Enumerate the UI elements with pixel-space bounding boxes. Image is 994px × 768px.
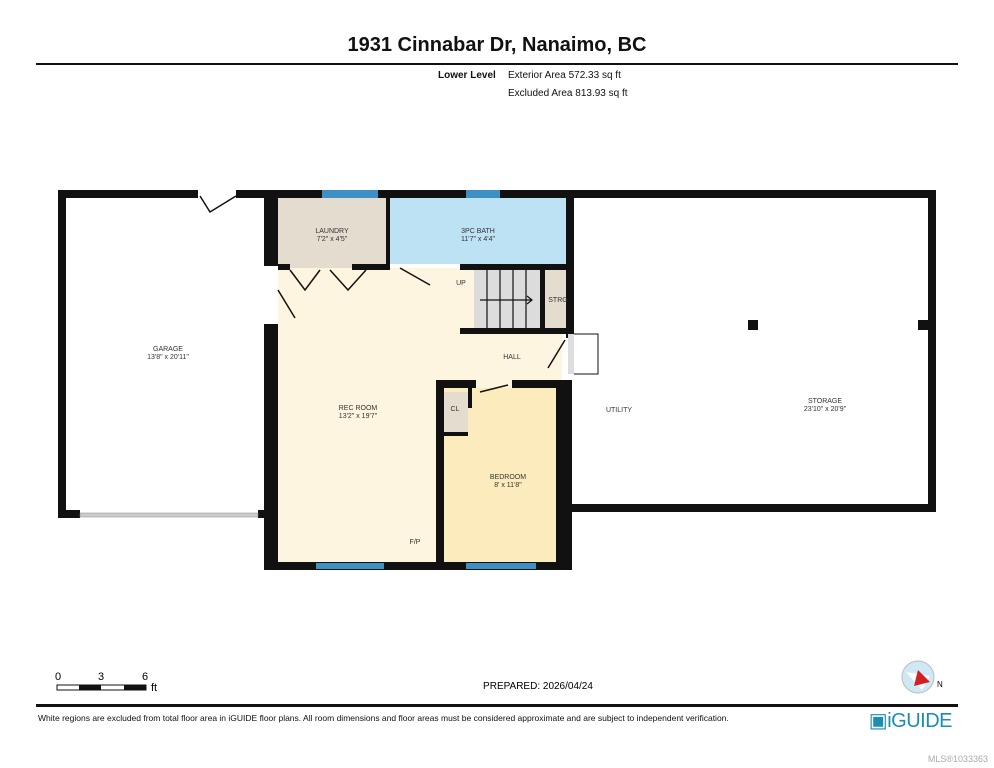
fp-label: F/P — [410, 539, 421, 546]
exterior-area: Exterior Area 572.33 sq ft — [508, 70, 621, 81]
garage-label: GARAGE — [153, 346, 183, 353]
bedroom-dims: 8' x 11'8" — [494, 482, 522, 489]
up-label: UP — [456, 280, 466, 287]
cl-label: CL — [451, 406, 460, 413]
garage-door — [79, 512, 259, 518]
bedroom-label: BEDROOM — [490, 474, 526, 481]
page-title: 1931 Cinnabar Dr, Nanaimo, BC — [347, 34, 647, 56]
compass-label: N — [937, 680, 943, 689]
utility-label: UTILITY — [606, 407, 632, 414]
header-divider — [36, 63, 958, 65]
laundry-room — [278, 198, 386, 268]
doors — [199, 195, 599, 393]
windows — [316, 190, 536, 569]
laundry-dims: 7'2" x 4'5" — [317, 236, 348, 243]
scale-tick: 6 — [142, 671, 148, 683]
footer-divider — [36, 704, 958, 707]
logo-text: iGUIDE — [887, 710, 952, 732]
rec-room-dims: 13'2" x 19'7" — [339, 413, 378, 420]
scale-tick: 0 — [55, 671, 61, 683]
prepared-date: PREPARED: 2026/04/24 — [483, 681, 593, 692]
stairs — [474, 270, 540, 328]
storage-label: STORAGE — [808, 398, 842, 405]
walls — [58, 190, 936, 570]
bath-label: 3PC BATH — [461, 228, 495, 235]
scale-tick: 3 — [98, 671, 104, 683]
level-label: Lower Level — [438, 70, 496, 81]
hall-label: HALL — [503, 354, 521, 361]
bath-dims: 11'7" x 4'4" — [461, 236, 495, 243]
rec-room-label: REC ROOM — [339, 405, 378, 412]
compass-icon: N — [901, 660, 943, 694]
scale-unit: ft — [151, 682, 157, 694]
cl-closet — [444, 392, 468, 432]
strg-label: STRG — [548, 297, 567, 304]
stair-treads — [480, 270, 533, 328]
storage-dims: 23'10" x 20'9" — [804, 406, 847, 413]
garage-dims: 13'8" x 20'11" — [147, 354, 189, 361]
excluded-area: Excluded Area 813.93 sq ft — [508, 88, 628, 99]
scale-bar: 0 3 6 ft — [55, 671, 157, 694]
laundry-label: LAUNDRY — [315, 228, 349, 235]
bath-room — [390, 198, 566, 264]
iguide-logo: ▣iGUIDE — [868, 710, 953, 732]
disclaimer: White regions are excluded from total fl… — [38, 713, 729, 723]
mls-number: MLS®1033363 — [927, 754, 988, 764]
